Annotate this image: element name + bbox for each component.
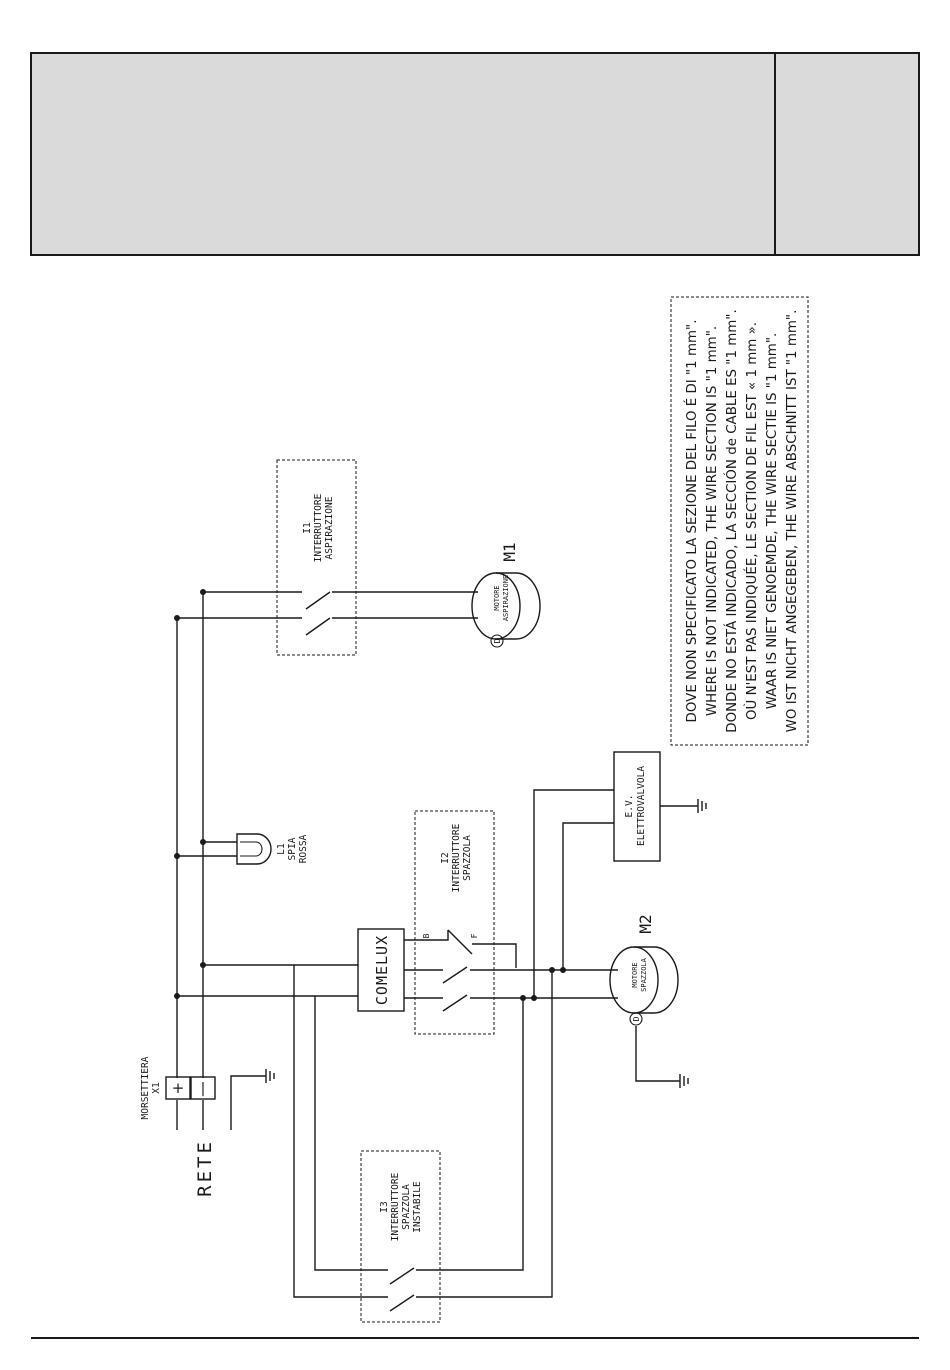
m2-junctions	[520, 967, 566, 1001]
motor-m2-ground-icon	[679, 1074, 689, 1088]
motor-m2-symbol: D	[632, 1016, 641, 1021]
junction-dot	[200, 962, 206, 968]
indicator-lamp-l1: L1 SPIA ROSSA	[174, 833, 309, 865]
switch-i2-b-lead	[404, 930, 449, 941]
motor-m2-ground-wire	[635, 1026, 680, 1082]
switch-i2-contact-f: F	[470, 933, 479, 938]
motor-m1-id: M1	[500, 542, 519, 561]
switch-i3-contact	[389, 1267, 415, 1285]
indicator-id: L1	[276, 843, 287, 855]
terminal-minus-box	[190, 1076, 216, 1100]
switch-i3-contact	[389, 1294, 415, 1312]
note-line-dutch: WAAR IS NIET GENOEMDE, THE WIRE SECTIE I…	[765, 333, 780, 710]
motor-m2: D MOTORE SPAZZOLA M2	[609, 914, 680, 1082]
motor-m2-shaft-icon	[629, 1012, 643, 1026]
switch-i2-contact	[442, 994, 468, 1012]
terminal-block-id: X1	[151, 1082, 162, 1094]
note-line-spanish: DONDE NO ESTÁ INDICADO, LA SECCIÓN de CA…	[722, 309, 740, 732]
switch-i1-contact	[305, 617, 331, 636]
lamp-bulb-icon	[236, 833, 272, 865]
note-line-french: OÙ N'EST PAS INDIQUÉE, LE SECTION DE FIL…	[742, 322, 760, 720]
switch-i1-id: I1	[302, 522, 313, 534]
header-band-background	[30, 52, 920, 256]
solenoid-valve: E.V. ELETTROVALVOLA	[533, 751, 698, 998]
switch-i3-line3: INSTABILE	[412, 1181, 423, 1233]
switch-i2-enclosure	[414, 810, 495, 1035]
supply-bus-lines	[176, 592, 204, 1130]
solenoid-valve-line2: ELETTROVALVOLA	[636, 766, 647, 846]
motor-m1-body	[471, 572, 541, 640]
switch-i2: B F I2 INTERRUTTORE SPAZZOLA	[404, 810, 618, 1035]
terminal-plus-box	[165, 1076, 191, 1100]
switch-i3-wires	[293, 965, 553, 1298]
switch-i3-line1: INTERRUTTORE	[390, 1172, 401, 1241]
indicator-line2: ROSSA	[298, 834, 309, 863]
motor-m2-body	[609, 946, 679, 1014]
switch-i3-id: I3	[379, 1201, 390, 1212]
terminal-block-name: MORSETTIERA	[140, 1056, 151, 1119]
header-band	[30, 52, 920, 256]
motor-m2-line1: MOTORE	[631, 962, 639, 987]
motor-m1-shaft-icon	[490, 634, 504, 648]
comelux-module: COMELUX	[357, 928, 405, 1012]
solenoid-feed-wire-1	[533, 789, 614, 998]
junction-dot	[174, 853, 180, 859]
suction-branch-wires	[174, 589, 478, 621]
motor-m2-id: M2	[636, 914, 655, 933]
solenoid-valve-line1: E.V.	[624, 795, 635, 818]
motor-m1-line1: MOTORE	[493, 585, 501, 610]
indicator-line1: SPIA	[287, 837, 298, 860]
motor-m2-line2: SPAZZOLA	[640, 957, 648, 992]
switch-i2-line2: SPAZZOLA	[462, 835, 473, 881]
switch-i2-line1: INTERRUTTORE	[451, 823, 462, 892]
junction-dot	[531, 995, 537, 1001]
solenoid-feed-wire-2	[562, 822, 614, 970]
switch-i2-id: I2	[440, 852, 451, 863]
junction-dot	[560, 967, 566, 973]
switch-i1: I1 INTERRUTTORE ASPIRAZIONE	[276, 459, 357, 656]
switch-i1-line2: ASPIRAZIONE	[324, 496, 335, 559]
junction-dot	[174, 993, 180, 999]
switch-i3: I3 INTERRUTTORE SPAZZOLA INSTABILE	[360, 1150, 441, 1323]
note-line-italian: DOVE NON SPECIFICATO LA SEZIONE DEL FILO…	[682, 320, 700, 723]
terminal-minus-symbol: |	[201, 1081, 206, 1097]
switch-i1-line1: INTERRUTTORE	[313, 493, 324, 562]
switch-i2-contact	[442, 966, 468, 984]
switch-i1-contact	[305, 591, 331, 610]
note-line-german: WO IST NICHT ANGEGEBEN, THE WIRE ABSCHNI…	[785, 310, 800, 733]
junction-dot	[174, 615, 180, 621]
wire-section-note-frame	[670, 296, 809, 746]
supply-ground-wire	[230, 1075, 266, 1130]
switch-i2-f-lead	[472, 943, 517, 968]
wire-section-note: DOVE NON SPECIFICATO LA SEZIONE DEL FILO…	[670, 296, 809, 746]
switch-i2-contact-b: B	[422, 933, 431, 938]
solenoid-ground-icon	[697, 799, 707, 813]
note-line-english: WHERE IS NOT INDICATED, THE WIRE SECTION…	[705, 326, 720, 716]
comelux-label: COMELUX	[373, 935, 391, 1005]
supply-ground-icon	[230, 1069, 275, 1130]
junction-dot	[200, 589, 206, 595]
switch-i2-changeover-contact	[447, 929, 473, 955]
comelux-feed-wires	[174, 962, 358, 999]
switch-i1-enclosure	[276, 459, 357, 656]
switch-i3-line2: SPAZZOLA	[401, 1184, 412, 1230]
motor-m1-symbol: D	[493, 638, 502, 643]
motor-m1: D MOTORE ASPIRAZIONE M1	[471, 542, 541, 648]
junction-dot	[200, 839, 206, 845]
motor-m1-line2: ASPIRAZIONE	[502, 575, 510, 621]
terminal-plus-symbol: +	[172, 1079, 185, 1097]
supply-label: RETE	[194, 1139, 216, 1197]
terminal-block-x1: + | MORSETTIERA X1	[140, 1056, 216, 1119]
